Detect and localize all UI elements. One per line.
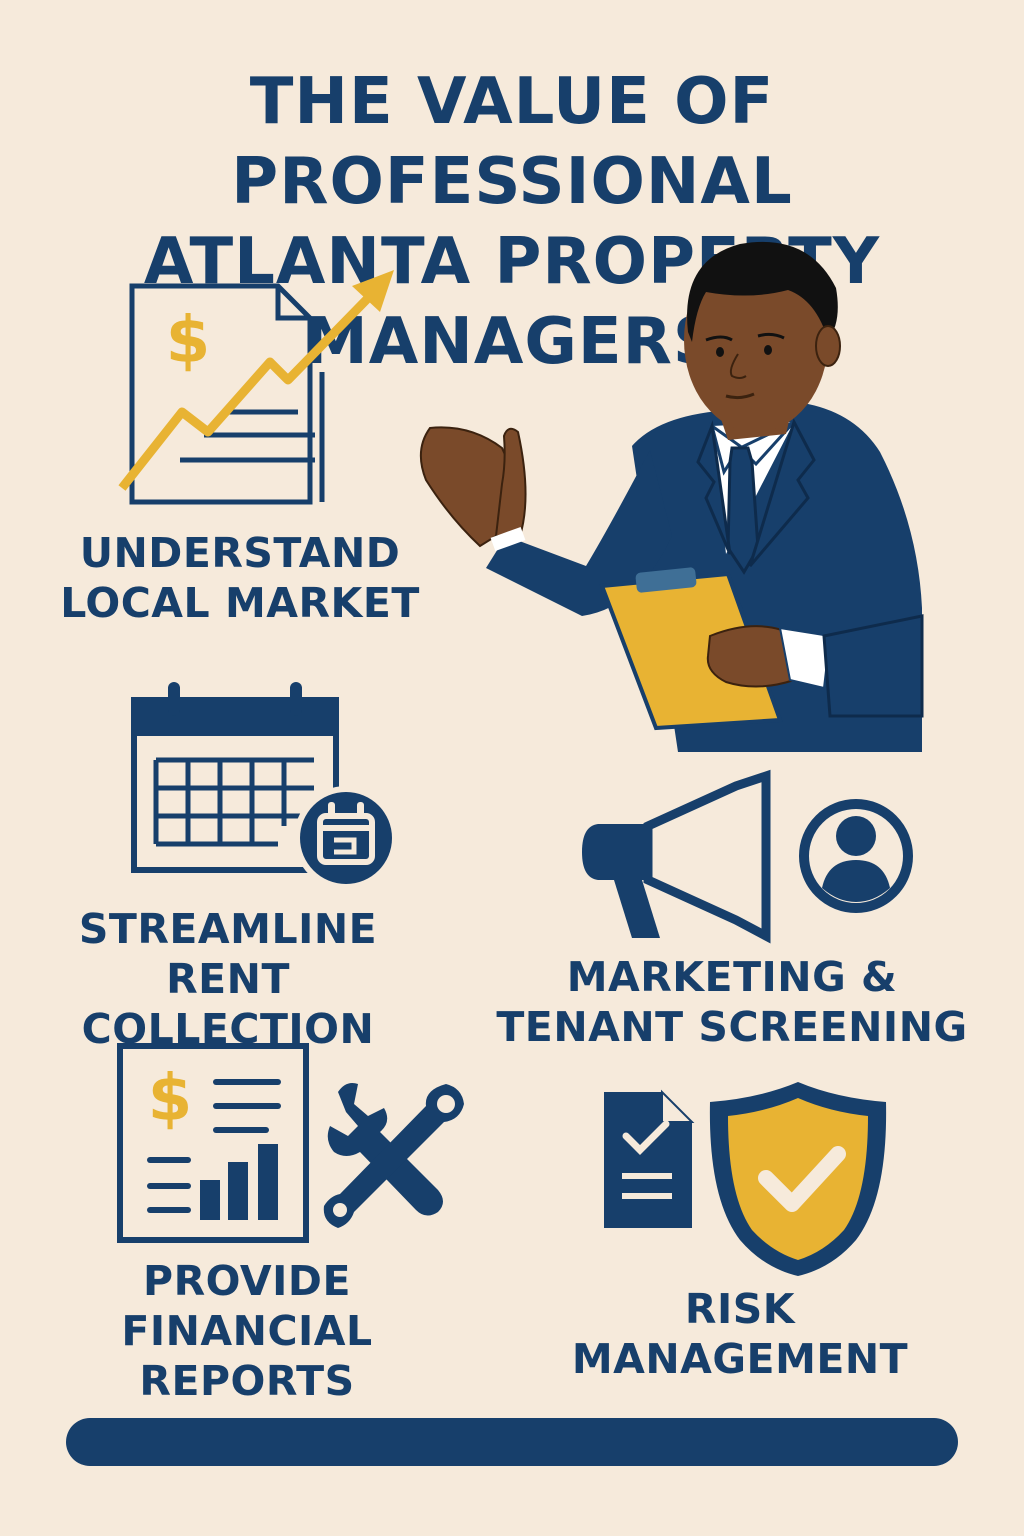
feature-label-rent-collection: STREAMLINE RENT COLLECTION <box>78 905 378 1053</box>
feature-label-risk-management: RISK MANAGEMENT <box>571 1285 909 1383</box>
calendar-icon <box>131 682 398 890</box>
megaphone-icon <box>582 769 913 944</box>
footer-bar <box>66 1418 958 1466</box>
svg-text:$: $ <box>166 304 211 378</box>
market-growth-chart-icon: $ <box>118 270 394 505</box>
checklist-icon <box>604 1089 695 1228</box>
shield-check-icon <box>709 1082 887 1276</box>
svg-text:$: $ <box>148 1062 193 1136</box>
financial-report-icon: $ <box>117 1043 309 1243</box>
title-line-1: THE VALUE OF PROFESSIONAL <box>231 65 793 219</box>
feature-label-understand-market: UNDERSTAND LOCAL MARKET <box>60 529 420 627</box>
feature-label-financial-reports: PROVIDE FINANCIAL REPORTS <box>121 1257 373 1405</box>
property-manager-illustration <box>419 241 924 752</box>
wrench-screwdriver-icon <box>323 1083 464 1228</box>
feature-label-marketing: MARKETING & TENANT SCREENING <box>496 953 968 1051</box>
